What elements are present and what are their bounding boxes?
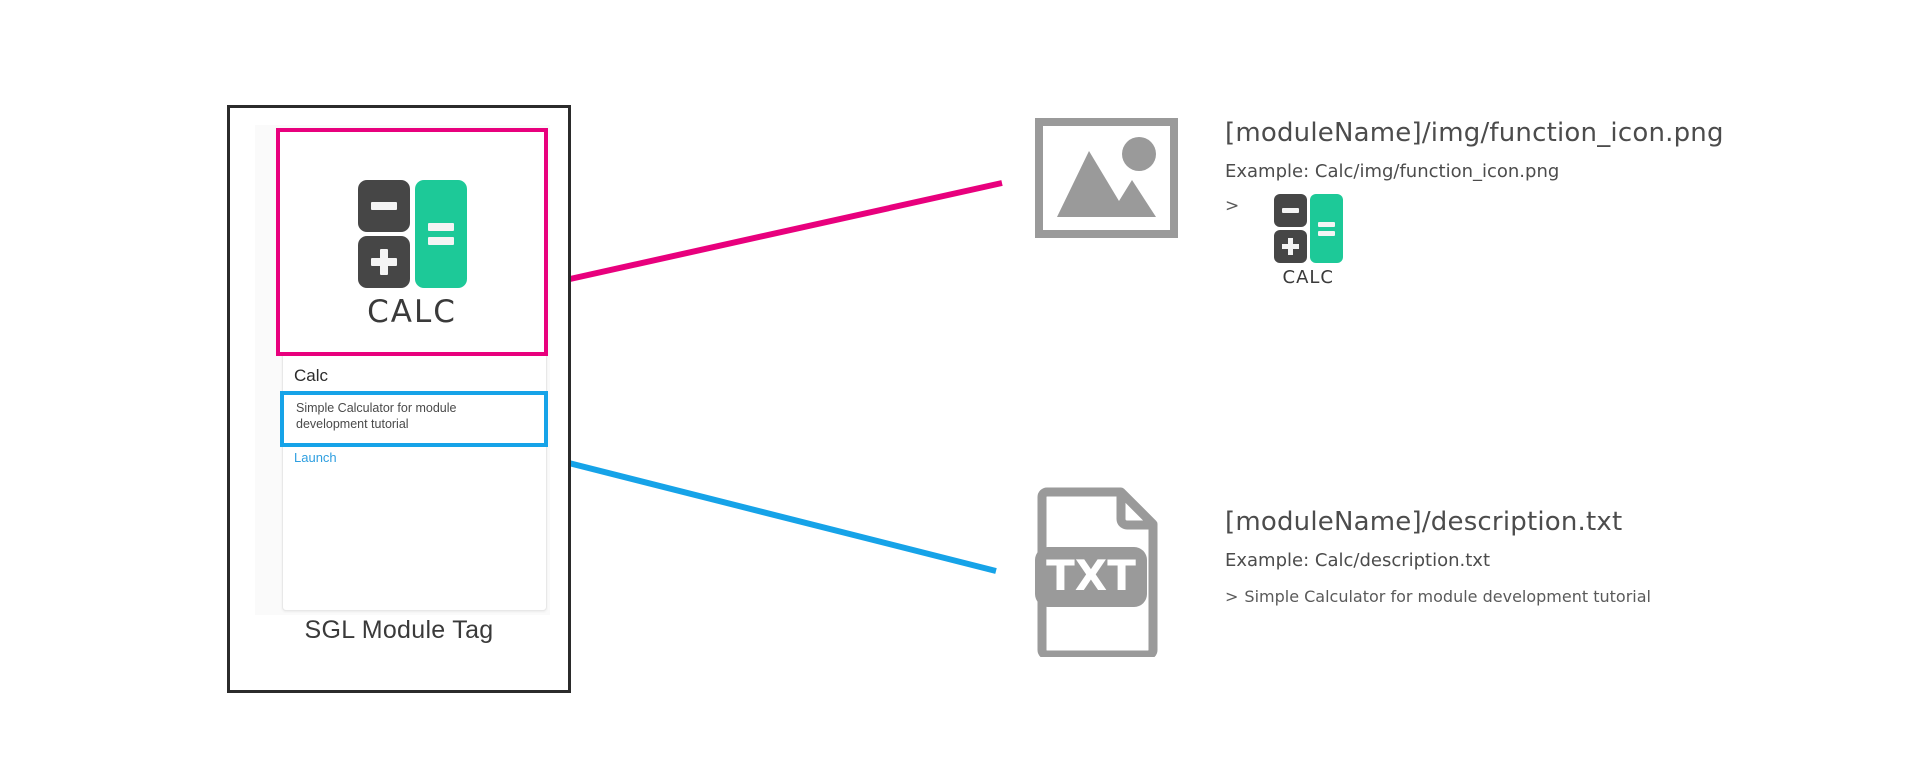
module-tag-title: Calc — [294, 366, 329, 385]
pink-connector-line — [542, 180, 1003, 288]
equals-key-icon — [414, 180, 467, 288]
image-path-example: Example: Calc/img/function_icon.png — [1225, 161, 1560, 182]
minus-key-icon — [357, 180, 410, 232]
image-path-heading: [moduleName]/img/function_icon.png — [1225, 118, 1724, 148]
launch-link[interactable]: Launch — [294, 450, 337, 465]
calc-logo-large: CALC — [354, 180, 470, 330]
minus-key-icon — [1273, 194, 1307, 227]
calc-logo-wordmark: CALC — [367, 294, 457, 330]
txt-file-icon-label: TXT — [1046, 551, 1136, 600]
module-card-caption: SGL Module Tag — [304, 616, 494, 644]
calc-logo-small-keys — [1271, 194, 1345, 263]
module-tag-description: Simple Calculator for module development… — [296, 401, 457, 431]
description-value-text: Simple Calculator for module development… — [1244, 587, 1651, 606]
image-preview-row: > — [1225, 194, 1724, 288]
blue-connector-line — [544, 454, 997, 574]
calc-logo-small-left-column — [1273, 194, 1307, 263]
module-tag-card: CALC Calc Simple Calculator for module d… — [227, 105, 571, 693]
calc-logo-small: CALC — [1271, 194, 1345, 288]
image-preview-chevron: > — [1225, 196, 1240, 216]
description-annotation-text: [moduleName]/description.txt Example: Ca… — [1225, 507, 1651, 606]
txt-file-icon: TXT — [1035, 485, 1165, 662]
description-path-heading: [moduleName]/description.txt — [1225, 507, 1623, 537]
image-placeholder-icon — [1033, 116, 1180, 243]
image-annotation-text: [moduleName]/img/function_icon.png Examp… — [1225, 118, 1724, 288]
calc-logo-small-wordmark: CALC — [1282, 267, 1334, 288]
description-highlight-box: Simple Calculator for module development… — [280, 391, 548, 447]
plus-key-icon — [357, 236, 410, 288]
function-icon-highlight-box: CALC — [276, 128, 548, 356]
calc-logo-keys — [354, 180, 470, 288]
calc-logo-left-column — [357, 180, 410, 288]
equals-key-icon — [1309, 194, 1343, 263]
plus-key-icon — [1273, 230, 1307, 263]
description-path-example: Example: Calc/description.txt — [1225, 550, 1491, 571]
description-file-contents: > Simple Calculator for module developmen… — [1225, 587, 1651, 606]
description-value-marker: > — [1225, 587, 1239, 606]
